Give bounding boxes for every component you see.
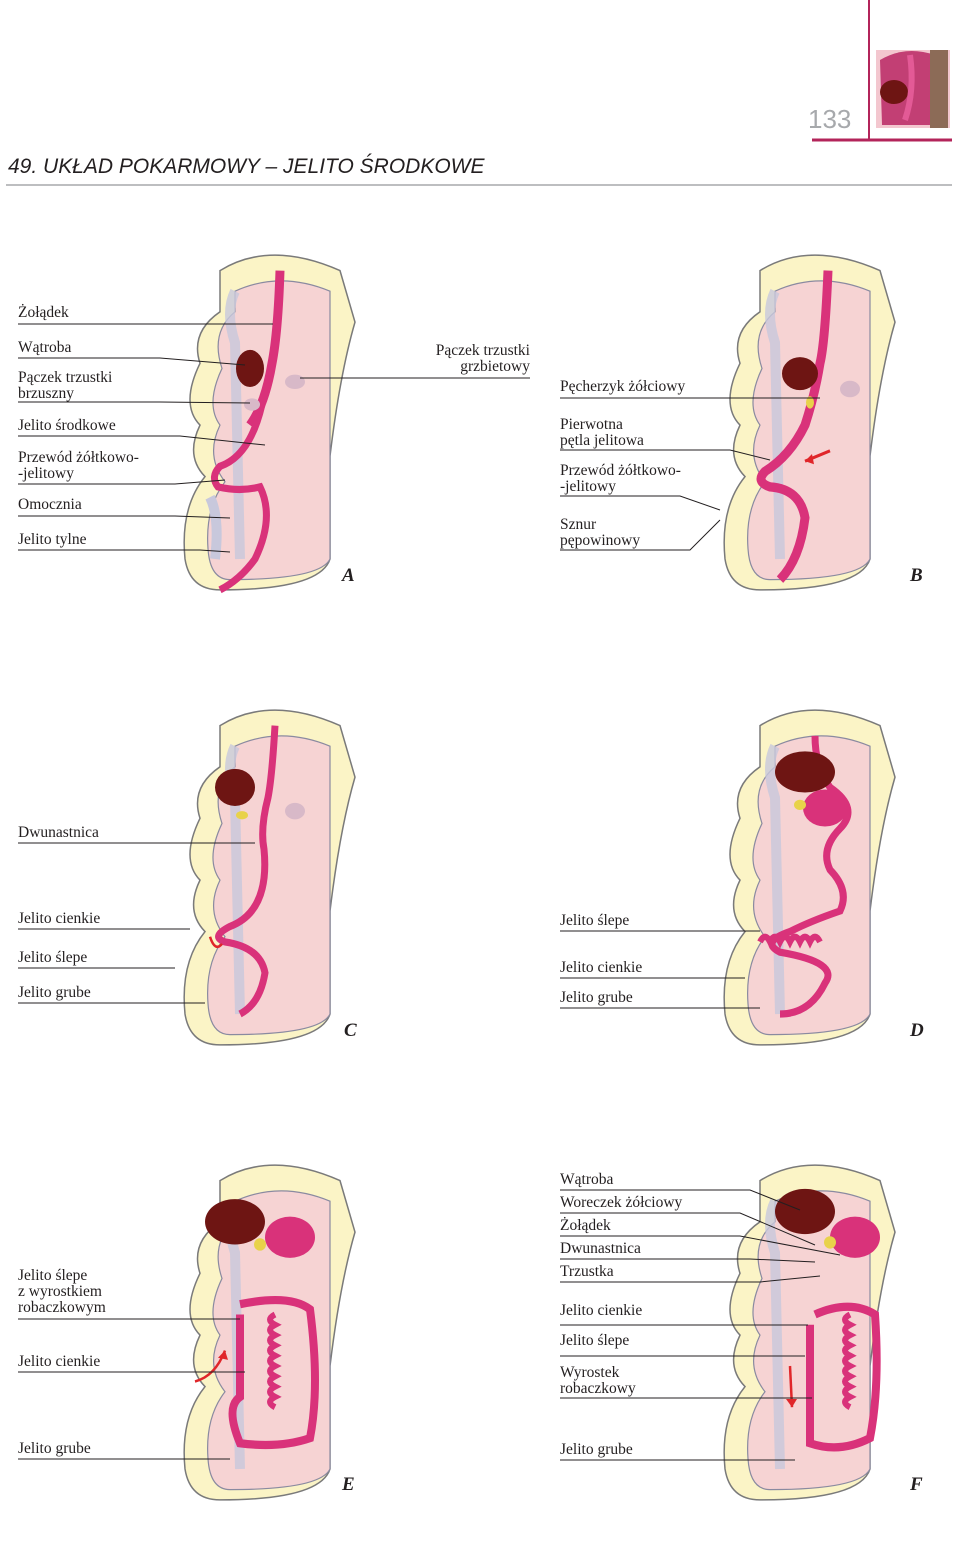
label-a-paczek-brzuszny: Pączek trzustki brzuszny [18,369,113,402]
label-f-watroba: Wątroba [560,1171,614,1188]
label-e-jelito-slepe-wyrostek: Jelito ślepe z wyrostkiem robaczkowym [18,1267,106,1316]
label-e-jelito-grube: Jelito grube [18,1440,91,1457]
header-thumbnail-image [876,50,950,128]
label-f-wyrostek: Wyrostek robaczkowy [560,1364,636,1397]
label-e-jelito-cienkie: Jelito cienkie [18,1353,101,1370]
panel-c-illustration [184,710,355,1045]
header-graphics [6,0,952,186]
label-f-jelito-cienkie: Jelito cienkie [560,1302,643,1319]
panel-letter-b: B [910,565,923,586]
label-f-trzustka: Trzustka [560,1263,614,1280]
label-a-zoladek: Żołądek [18,304,69,321]
page-number: 133 [808,104,852,134]
label-f-woreczek: Woreczek żółciowy [560,1194,683,1211]
label-a-przewod: Przewód żółtkowo- -jelitowy [18,449,139,482]
label-a-jelito-srodkowe: Jelito środkowe [18,417,116,434]
label-f-dwunastnica: Dwunastnica [560,1240,641,1257]
label-d-jelito-slepe: Jelito ślepe [560,912,630,929]
liver-shape [236,349,264,387]
panel-f-illustration [724,1165,895,1500]
label-f-jelito-slepe: Jelito ślepe [560,1332,630,1349]
allantois-shape [205,494,222,560]
label-a-omocznia: Omocznia [18,496,82,513]
panel-letter-c: C [344,1020,357,1041]
label-b-pecherzyk: Pęcherzyk żółciowy [560,378,686,395]
label-b-przewod: Przewód żółtkowo- -jelitowy [560,462,681,495]
leader-lines [18,323,841,1461]
label-a-jelito-tylne: Jelito tylne [18,531,87,548]
label-b-sznur: Sznur pępowinowy [560,516,641,549]
panel-letter-f: F [910,1474,923,1495]
label-c-jelito-grube: Jelito grube [18,984,91,1001]
label-d-jelito-grube: Jelito grube [560,989,633,1006]
panel-b-illustration [724,255,895,590]
label-b-pierwotna-petla: Pierwotna pętla jelitowa [560,416,644,449]
label-c-jelito-slepe: Jelito ślepe [18,949,88,966]
midgut-shape [211,403,270,594]
panel-e-illustration [184,1165,355,1500]
panel-letter-d: D [910,1020,924,1041]
panel-a-illustration [184,255,355,590]
label-d-jelito-cienkie: Jelito cienkie [560,959,643,976]
label-a-watroba: Wątroba [18,339,72,356]
panel-d-illustration [724,710,895,1045]
panel-letter-e: E [342,1474,355,1495]
label-c-jelito-cienkie: Jelito cienkie [18,910,101,927]
label-f-jelito-grube: Jelito grube [560,1441,633,1458]
label-a-paczek-grzbietowy: Pączek trzustki grzbietowy [435,342,530,375]
label-c-dwunastnica: Dwunastnica [18,824,99,841]
panel-letter-a: A [342,565,355,586]
label-f-zoladek: Żołądek [560,1217,611,1234]
page-title: 49. UKŁAD POKARMOWY – JELITO ŚRODKOWE [8,155,485,178]
